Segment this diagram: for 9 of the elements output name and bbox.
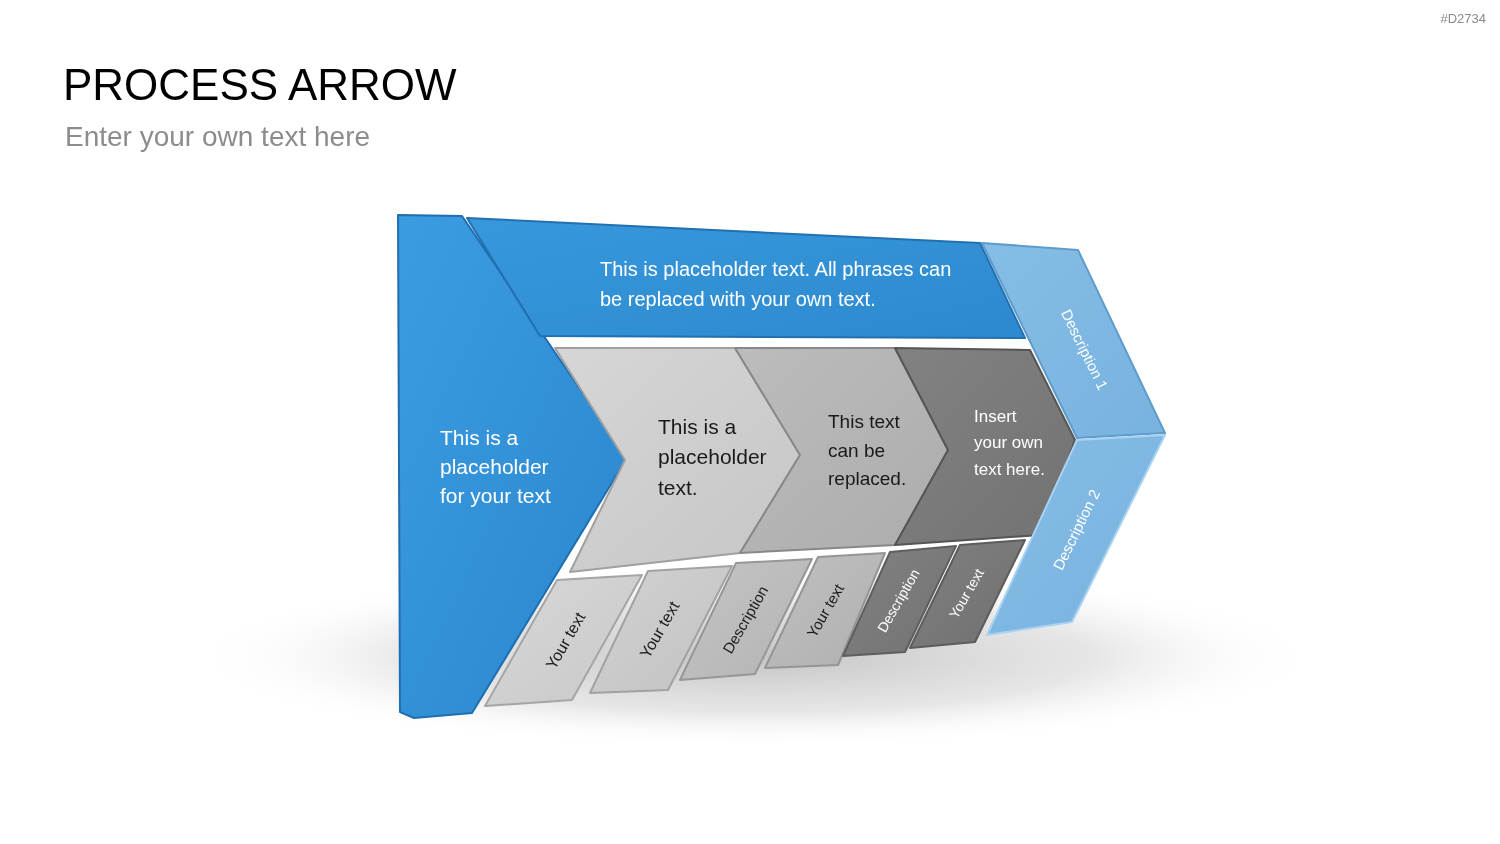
chevron-text: Insert your own text here. <box>974 406 1046 481</box>
banner-text: This is placeholder text. All phrases can be replaced with your own text. <box>600 257 953 312</box>
chevron-text: This is a placeholder text. <box>658 414 768 501</box>
slide-title: PROCESS ARROW <box>63 59 457 111</box>
panel-text: This is a placeholder for your text <box>440 425 552 509</box>
slide-code: #D2734 <box>1440 11 1486 28</box>
chevron-text: This text can be replaced. <box>828 410 908 491</box>
slide-subtitle: Enter your own text here <box>65 120 371 154</box>
banner-band <box>467 218 1025 338</box>
